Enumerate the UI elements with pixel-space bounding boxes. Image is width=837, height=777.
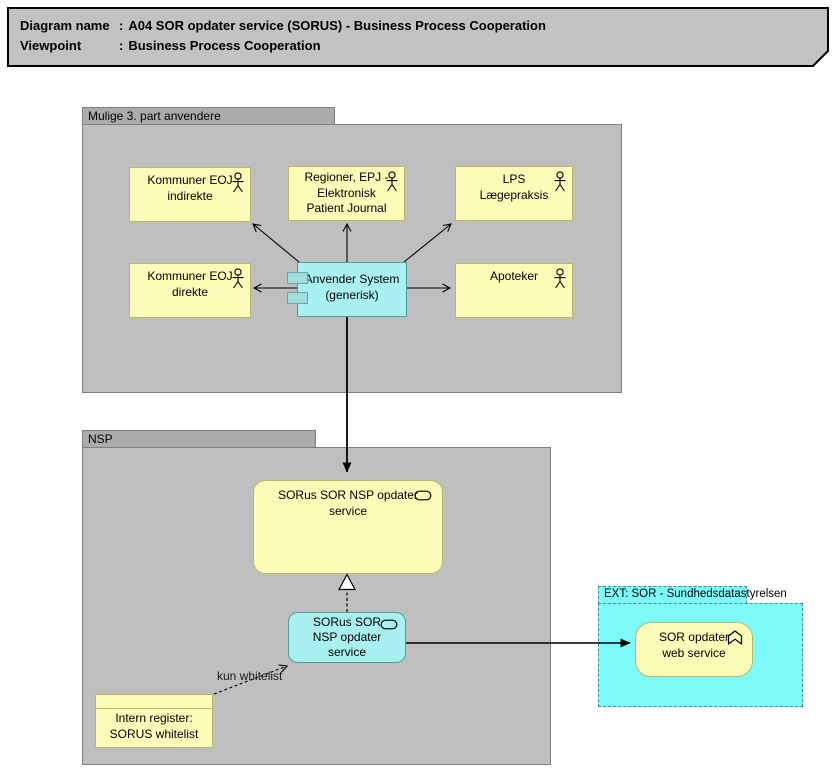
connector-label-kun-whitelist: kun whitelist — [217, 669, 283, 683]
node-label: Apoteker — [489, 269, 539, 283]
title-row-1: Diagram name: A04 SOR opdater service (SO… — [20, 16, 546, 36]
node-kommuner-eoj-direkte[interactable]: Kommuner EOJ direkte — [129, 263, 251, 318]
group-tab-nsp[interactable]: NSP — [82, 430, 316, 448]
title-colon-1: : — [119, 18, 124, 33]
title-value-1: A04 SOR opdater service (SORUS) - Busine… — [128, 18, 546, 33]
title-colon-2: : — [119, 38, 124, 53]
node-label: SORus SOR NSP opdater service — [312, 615, 382, 659]
title-label-1: Diagram name — [20, 18, 110, 33]
title-bar-polygon — [7, 7, 829, 67]
node-sorus-nsp-app-service[interactable]: SORus SOR NSP opdater service — [288, 612, 406, 663]
node-label: SOR opdater web service — [658, 630, 730, 660]
title-bar-shape — [7, 7, 829, 67]
title-label-2: Viewpoint — [20, 38, 82, 53]
actor-icon — [554, 268, 566, 289]
group-label: NSP — [88, 432, 113, 446]
node-label: Intern register: SORUS whitelist — [109, 711, 199, 741]
node-kommuner-eoj-indirekte[interactable]: Kommuner EOJ indirekte — [129, 167, 251, 222]
node-label: SORus SOR NSP opdater service — [278, 488, 418, 518]
diagram-title: Diagram name: A04 SOR opdater service (SO… — [20, 16, 546, 56]
group-label: Mulige 3. part anvendere — [88, 109, 221, 123]
title-row-2: Viewpoint: Business Process Cooperation — [20, 36, 546, 56]
service-icon — [380, 619, 398, 630]
group-body-third-party[interactable] — [82, 124, 622, 393]
node-label: LPS Lægepraksis — [479, 172, 549, 202]
actor-icon — [232, 268, 244, 289]
data-object-band — [96, 695, 212, 709]
node-anvender-system[interactable]: Anvender System (generisk) — [287, 262, 407, 317]
node-apoteker[interactable]: Apoteker — [455, 263, 573, 318]
group-tab-third-party[interactable]: Mulige 3. part anvendere — [82, 107, 335, 125]
title-value-2: Business Process Cooperation — [128, 38, 321, 53]
actor-icon — [554, 171, 566, 192]
actor-icon — [386, 171, 398, 192]
actor-icon — [232, 172, 244, 193]
component-icon — [287, 292, 308, 304]
component-icon — [287, 272, 308, 284]
node-label: Kommuner EOJ indirekte — [147, 173, 233, 203]
node-intern-register[interactable]: Intern register: SORUS whitelist — [95, 694, 213, 748]
function-icon — [727, 630, 743, 645]
node-label: Anvender System (generisk) — [304, 272, 400, 302]
node-regioner-epj[interactable]: Regioner, EPJ - Elektronisk Patient Jour… — [288, 166, 405, 221]
node-label: Regioner, EPJ - Elektronisk Patient Jour… — [304, 170, 389, 215]
node-sorus-nsp-service[interactable]: SORus SOR NSP opdater service — [253, 480, 443, 574]
service-icon — [414, 490, 432, 501]
node-sor-opdater-web-service[interactable]: SOR opdater web service — [635, 622, 753, 677]
group-label: EXT: SOR - Sundhedsdatastyrelsen — [604, 588, 787, 600]
group-tab-ext-sor[interactable]: EXT: SOR - Sundhedsdatastyrelsen — [598, 586, 787, 604]
node-label: Kommuner EOJ direkte — [147, 269, 233, 299]
node-lps-laegepraksis[interactable]: LPS Lægepraksis — [455, 166, 573, 221]
